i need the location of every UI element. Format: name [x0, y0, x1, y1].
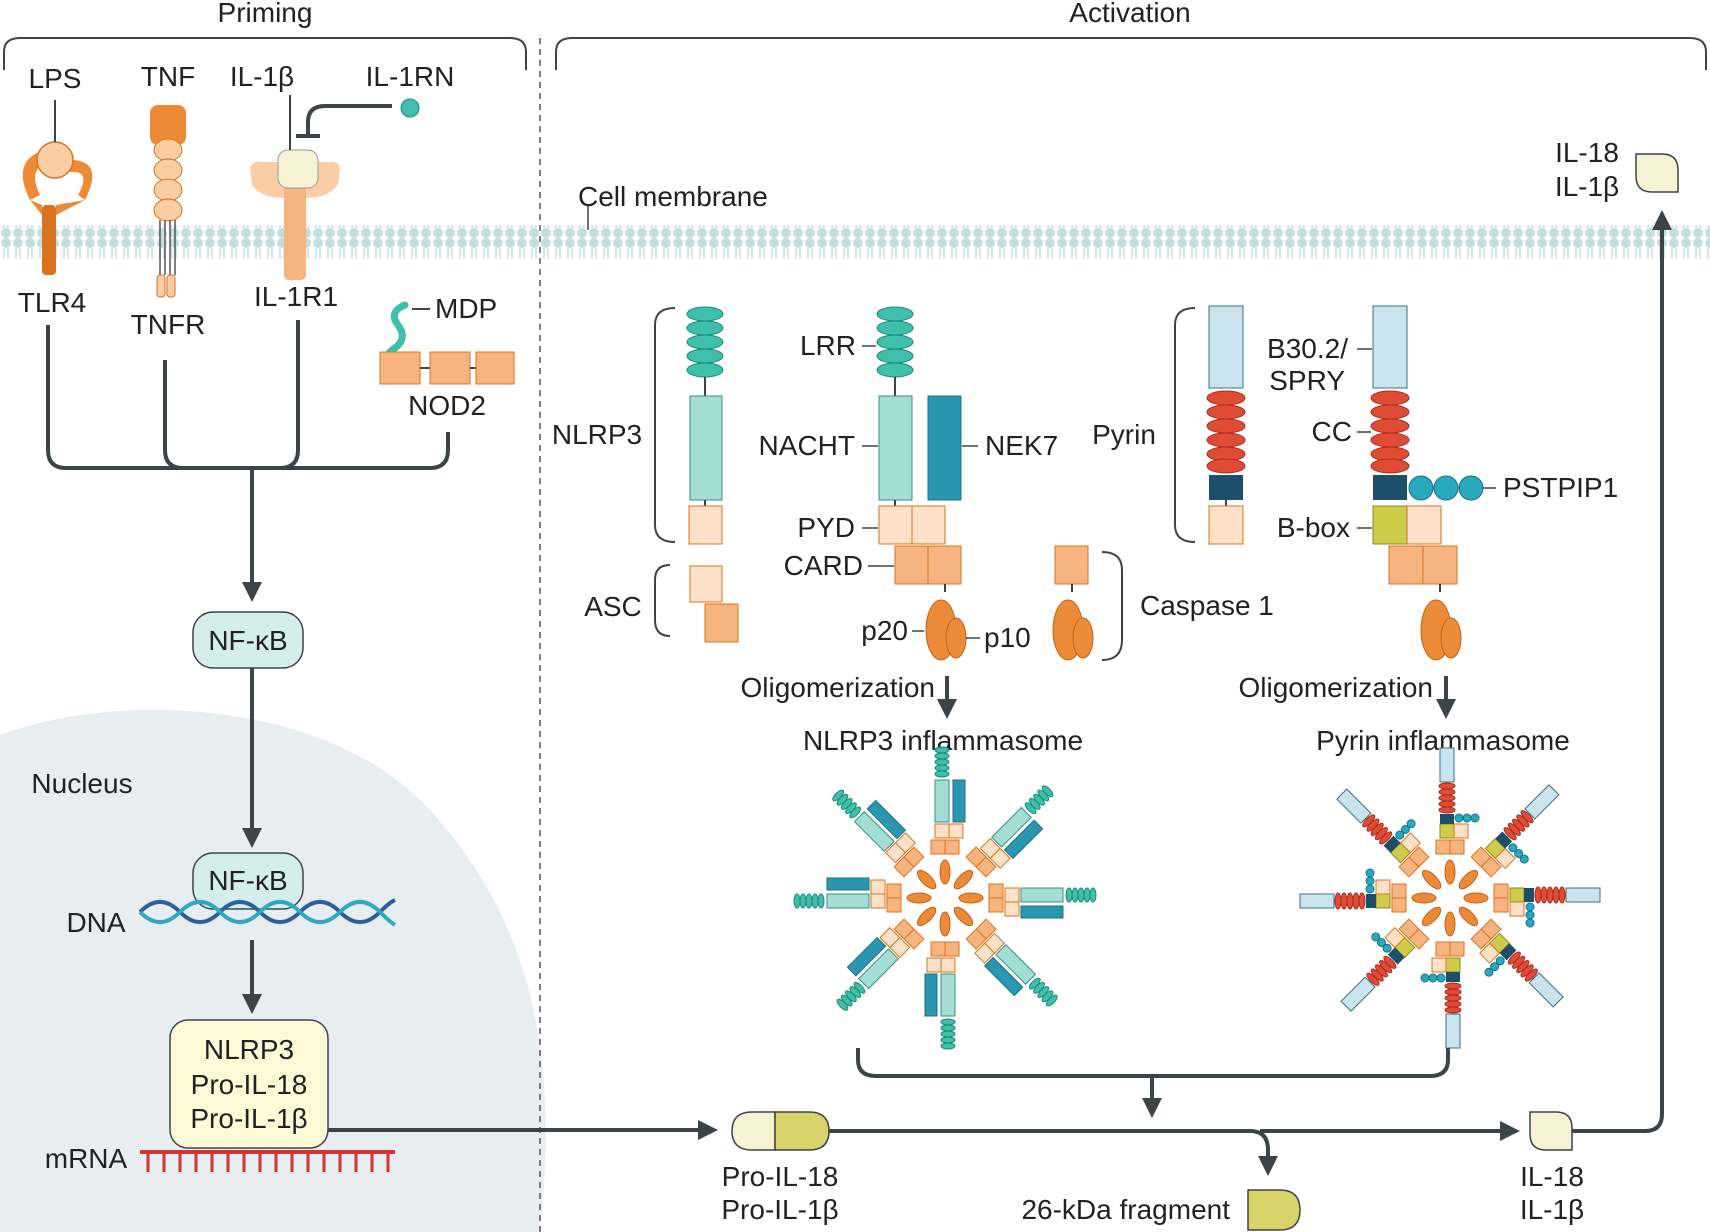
nfkb-cytoplasm-label: NF-κB	[208, 625, 287, 656]
transcript-pro-il1b: Pro-IL-1β	[190, 1103, 307, 1134]
il1rn-inhibition-line	[296, 104, 392, 138]
oligomerization-left-label: Oligomerization	[740, 672, 935, 703]
p10-label: p10	[984, 622, 1031, 653]
b302-label-line1: B30.2/	[1267, 333, 1348, 364]
transcript-pro-il18: Pro-IL-18	[191, 1069, 308, 1100]
tnf-label: TNF	[141, 61, 195, 92]
nlrp3-inflammasome-ring	[793, 746, 1097, 1050]
fragment-shape	[1247, 1189, 1301, 1231]
cell-membrane-label: Cell membrane	[578, 181, 768, 212]
mature-il-shape-bottom	[1529, 1111, 1573, 1151]
nlrp3-assembled	[876, 306, 967, 661]
il18-bottom-label: IL-18	[1520, 1161, 1584, 1192]
card-label: CARD	[784, 550, 863, 581]
il1rn-label: IL-1RN	[366, 61, 455, 92]
il1b-top-label: IL-1β	[1555, 171, 1619, 202]
nucleus-label: Nucleus	[31, 768, 132, 799]
pyrin-label: Pyrin	[1092, 419, 1156, 450]
il1r1-label: IL-1R1	[254, 281, 338, 312]
nfkb-nucleus-label: NF-κB	[208, 865, 287, 896]
cell-membrane	[0, 225, 1710, 259]
pyrin-monomer	[1206, 305, 1246, 545]
pyrin-assembled	[1370, 305, 1484, 661]
mrna-label: mRNA	[45, 1143, 128, 1174]
activation-bracket	[555, 37, 1707, 70]
dna-helix	[138, 898, 397, 927]
il1b-bottom-label: IL-1β	[1520, 1194, 1584, 1225]
nod2-label: NOD2	[408, 390, 486, 421]
transcripts-box	[169, 1019, 329, 1149]
pstpip1-label: PSTPIP1	[1503, 472, 1618, 503]
b302-label-line2: SPRY	[1269, 365, 1345, 396]
priming-title: Priming	[218, 0, 313, 28]
lps-label: LPS	[29, 63, 82, 94]
pro-il-pill	[731, 1111, 830, 1151]
il1r1-receptor	[250, 149, 340, 280]
lps-ligand	[36, 141, 74, 179]
dna-label: DNA	[66, 907, 125, 938]
p20-label: p20	[861, 615, 908, 646]
nlrp3-bracket	[654, 307, 676, 543]
nlrp3-label: NLRP3	[552, 419, 642, 450]
pro-il1b-label: Pro-IL-1β	[721, 1194, 838, 1225]
secretion-arrow	[1572, 210, 1672, 1133]
tnfr-label: TNFR	[131, 309, 206, 340]
asc-protein	[689, 565, 739, 643]
il1rn-ligand	[400, 98, 420, 118]
asc-label: ASC	[584, 591, 642, 622]
nlrp3-monomer	[686, 306, 724, 545]
bbox-label: B-box	[1277, 512, 1350, 543]
nod2-protein	[379, 351, 515, 385]
nek7-label: NEK7	[985, 430, 1058, 461]
nucleus-shape	[0, 709, 546, 1232]
cc-label: CC	[1312, 416, 1352, 447]
activation-title: Activation	[1069, 0, 1190, 28]
priming-bracket	[3, 37, 527, 70]
asc-bracket	[654, 564, 671, 637]
tnfr-receptor	[150, 105, 186, 298]
pyd-label: PYD	[797, 512, 855, 543]
lrr-label: LRR	[800, 330, 856, 361]
pro-il18-label: Pro-IL-18	[722, 1161, 839, 1192]
oligomerization-right-label: Oligomerization	[1238, 672, 1433, 703]
mrna-strand	[140, 1150, 395, 1172]
fragment-label: 26-kDa fragment	[1021, 1194, 1230, 1225]
nfkb-nucleus-box	[192, 852, 304, 910]
nfkb-cytoplasm-box	[192, 611, 304, 669]
il18-top-label: IL-18	[1555, 137, 1619, 168]
transcript-nlrp3: NLRP3	[204, 1034, 294, 1065]
cleavage-arrow	[829, 1129, 1278, 1176]
pyrin-inflammasome-ring	[1299, 747, 1601, 1049]
signal-merge-lines	[46, 320, 450, 470]
caspase1-bracket	[1101, 551, 1123, 661]
caspase1-protein	[1052, 545, 1094, 661]
il1b-label: IL-1β	[230, 61, 294, 92]
pyrin-bracket	[1174, 307, 1196, 543]
inflammasome-merge-bracket	[856, 1048, 1450, 1078]
tlr4-label: TLR4	[18, 287, 86, 318]
mature-il-shape-top	[1635, 153, 1679, 193]
nacht-label: NACHT	[759, 430, 855, 461]
mdp-label: MDP	[435, 293, 497, 324]
caspase1-label: Caspase 1	[1140, 590, 1274, 621]
